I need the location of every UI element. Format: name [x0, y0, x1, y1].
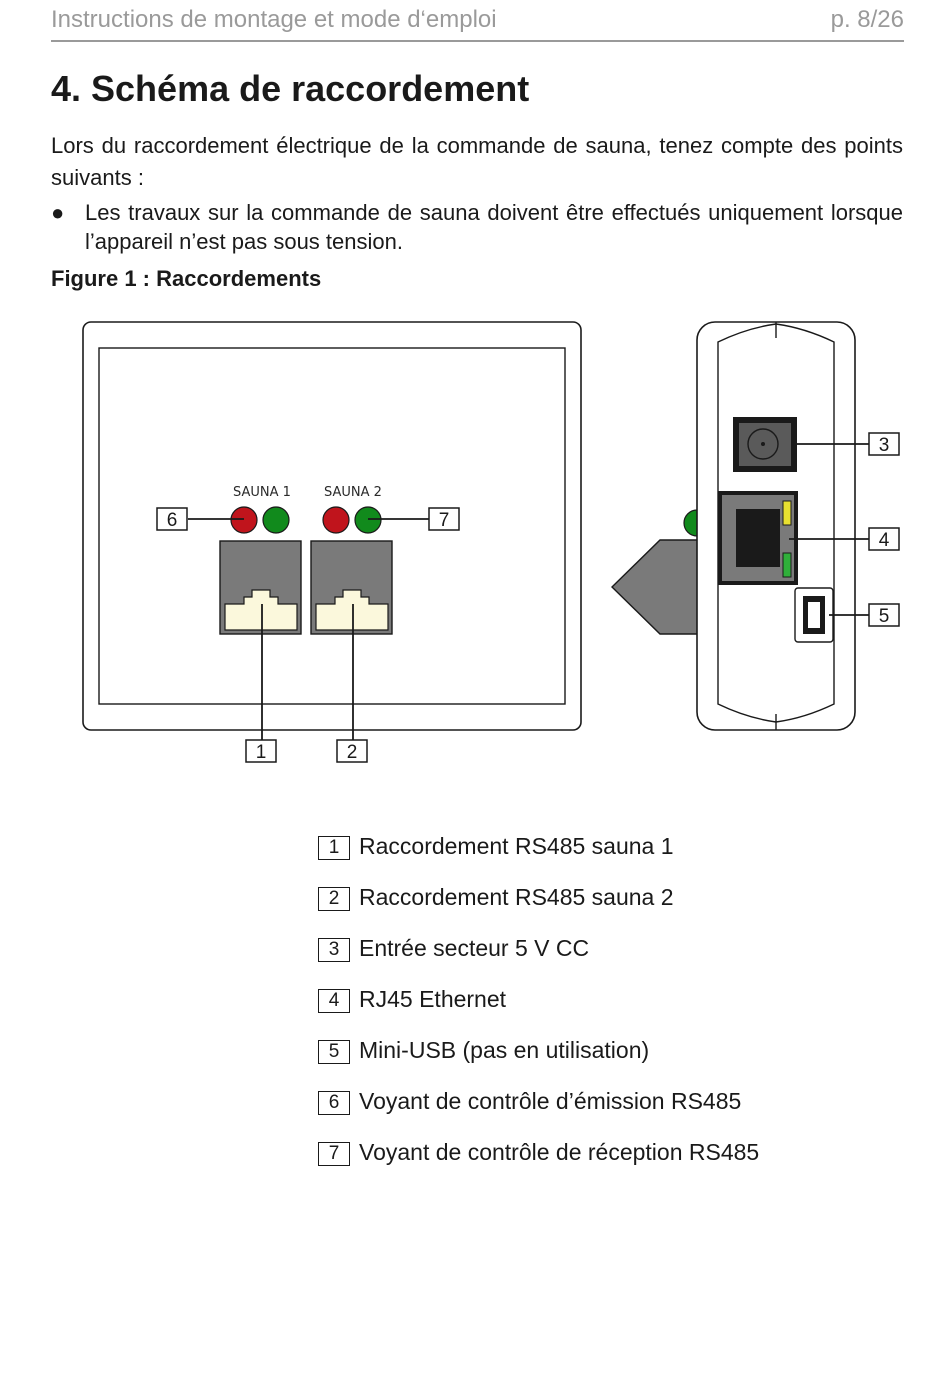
figure-caption: Figure 1 : Raccordements	[51, 266, 322, 291]
bullet-text: Les travaux sur la commande de sauna doi…	[85, 200, 903, 254]
section-title: 4. Schéma de raccordement	[51, 68, 530, 109]
callout-5: 5	[868, 603, 900, 627]
legend-text: Raccordement RS485 sauna 2	[359, 884, 674, 910]
callout-2: 2	[336, 739, 368, 763]
callout-7-number: 7	[439, 510, 450, 531]
callout-5-number: 5	[879, 606, 890, 627]
callout-1-number: 1	[256, 742, 267, 763]
legend-number: 3	[318, 938, 350, 962]
side-wedge	[610, 539, 701, 635]
callout-4-number: 4	[879, 530, 890, 551]
callout-3: 3	[868, 432, 900, 456]
legend-text: Voyant de contrôle de réception RS485	[359, 1139, 760, 1165]
callout-3-number: 3	[879, 435, 890, 456]
legend-text: Raccordement RS485 sauna 1	[359, 833, 674, 859]
legend-number: 4	[318, 989, 350, 1013]
callout-6: 6	[156, 507, 188, 531]
page-number: p. 8/26	[830, 6, 904, 33]
sauna1-tx-led-red	[230, 506, 258, 534]
legend-text: Entrée secteur 5 V CC	[359, 935, 590, 961]
sauna2-label: SAUNA 2	[324, 485, 382, 500]
controller-front-view: SAUNA 1 SAUNA 2	[82, 321, 582, 740]
legend-text: Voyant de contrôle d’émission RS485	[359, 1088, 742, 1114]
mini-usb-port	[794, 587, 834, 643]
dc-power-jack	[733, 417, 797, 472]
sauna1-rx-led-green	[262, 506, 290, 534]
sauna1-label: SAUNA 1	[233, 485, 291, 500]
legend-number: 2	[318, 887, 350, 911]
page-header: Instructions de montage et mode d‘emploi…	[51, 4, 904, 42]
sauna2-tx-led-red	[322, 506, 350, 534]
legend-number: 5	[318, 1040, 350, 1064]
callout-4: 4	[868, 527, 900, 551]
callout-2-number: 2	[347, 742, 358, 763]
intro-paragraph: Lors du raccordement électrique de la co…	[51, 133, 903, 190]
legend-text: RJ45 Ethernet	[359, 986, 507, 1012]
legend-number: 6	[318, 1091, 350, 1115]
connection-diagram: SAUNA 1 SAUNA 2	[82, 321, 900, 763]
callout-6-number: 6	[167, 510, 178, 531]
callout-1: 1	[245, 739, 277, 763]
document-title: Instructions de montage et mode d‘emploi	[51, 6, 497, 33]
legend-text: Mini-USB (pas en utilisation)	[359, 1037, 650, 1063]
rj45-ethernet-port	[718, 491, 798, 585]
controller-side-view	[610, 321, 869, 731]
sauna2-rx-led-green	[354, 506, 382, 534]
rs485-port-sauna2	[310, 540, 393, 635]
callout-7: 7	[428, 507, 460, 531]
rs485-port-sauna1	[219, 540, 302, 635]
legend-number: 1	[318, 836, 350, 860]
bullet-dot: ●	[51, 200, 65, 225]
legend-number: 7	[318, 1142, 350, 1166]
